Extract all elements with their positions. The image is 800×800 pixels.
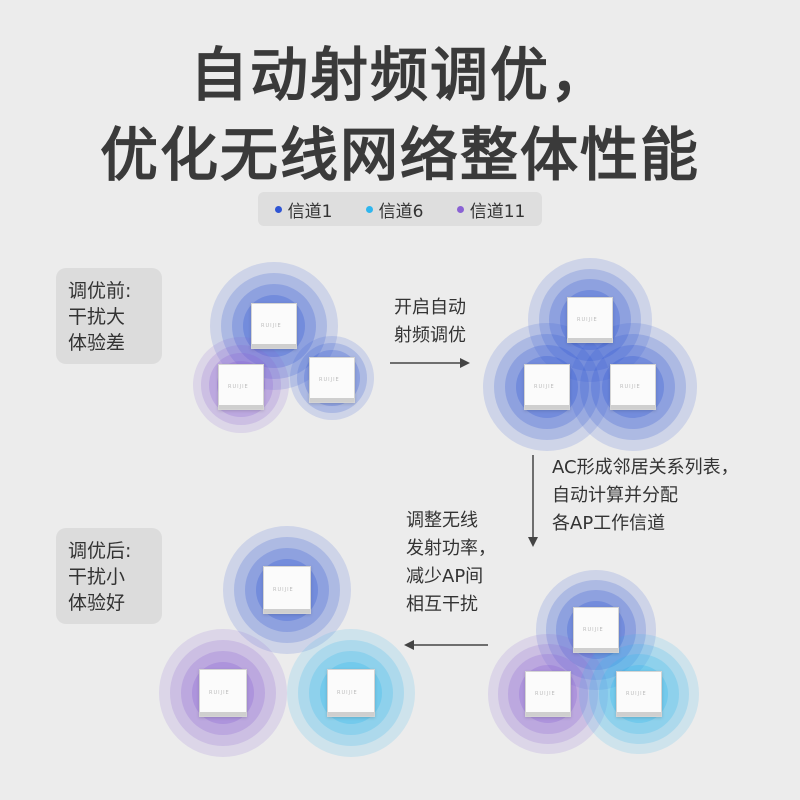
step3-line-2: 发射功率， [406,538,496,559]
access-point-mid-left: RUIJIE [524,364,570,410]
legend-label-channel-11: 信道11 [469,201,526,222]
channel-11-dot-icon [456,205,464,213]
ap-logo: RUIJIE [319,377,340,384]
before-label-line-2: 干扰大 [68,306,126,328]
access-point-adjust-right: RUIJIE [616,671,662,717]
after-label-line-1: 调优后: [68,540,132,562]
after-tuning-label: 调优后: 干扰小 体验好 [56,528,162,624]
legend-item-channel-11: 信道11 [456,197,526,222]
step-adjust-power: 调整无线 发射功率， 减少AP间 相互干扰 [406,507,496,619]
ap-logo: RUIJIE [209,690,230,697]
legend-item-channel-6: 信道6 [365,197,424,222]
access-point-after-left: RUIJIE [199,669,247,717]
channel-1-dot-icon [274,205,282,213]
before-label-line-3: 体验差 [68,332,126,354]
step1-line-1: 开启自动 [394,297,466,318]
ap-logo: RUIJIE [534,384,555,391]
after-label-line-3: 体验好 [68,592,126,614]
access-point-after-top: RUIJIE [263,566,311,614]
before-tuning-label: 调优前: 干扰大 体验差 [56,268,162,364]
channel-6-dot-icon [365,205,373,213]
ap-logo: RUIJIE [626,691,647,698]
arrow-down-icon [528,455,538,547]
step-enable-auto-rf: 开启自动 射频调优 [394,294,466,350]
after-label-line-2: 干扰小 [68,566,126,588]
step3-line-4: 相互干扰 [406,594,478,615]
arrow-right-icon [390,358,470,368]
step2-line-1: AC形成邻居关系列表， [552,457,739,478]
ap-logo: RUIJIE [583,627,604,634]
ap-logo: RUIJIE [273,587,294,594]
access-point-adjust-top: RUIJIE [573,607,619,653]
ap-logo: RUIJIE [535,691,556,698]
access-point-mid-right: RUIJIE [610,364,656,410]
ap-logo: RUIJIE [228,384,249,391]
access-point-adjust-left: RUIJIE [525,671,571,717]
ap-logo: RUIJIE [577,317,598,324]
legend-label-channel-1: 信道1 [287,201,333,222]
ap-logo: RUIJIE [620,384,641,391]
channel-legend: 信道1 信道6 信道11 [258,192,542,226]
legend-label-channel-6: 信道6 [378,201,424,222]
step2-line-2: 自动计算并分配 [552,485,678,506]
legend-item-channel-1: 信道1 [274,197,333,222]
step1-line-2: 射频调优 [394,325,466,346]
step2-line-3: 各AP工作信道 [552,513,666,534]
access-point-mid-top: RUIJIE [567,297,613,343]
step3-line-3: 减少AP间 [406,566,484,587]
access-point-before-left: RUIJIE [218,364,264,410]
ap-logo: RUIJIE [261,323,282,330]
ap-logo: RUIJIE [337,690,358,697]
main-title-line-1: 自动射频调优， [189,41,610,109]
access-point-before-right: RUIJIE [309,357,355,403]
step-neighbor-list: AC形成邻居关系列表， 自动计算并分配 各AP工作信道 [552,454,739,538]
main-title-line-2: 优化无线网络整体性能 [99,121,700,189]
arrow-left-icon [404,640,488,650]
access-point-after-right: RUIJIE [327,669,375,717]
step3-line-1: 调整无线 [406,510,478,531]
before-label-line-1: 调优前: [68,280,132,302]
access-point-before-top: RUIJIE [251,303,297,349]
